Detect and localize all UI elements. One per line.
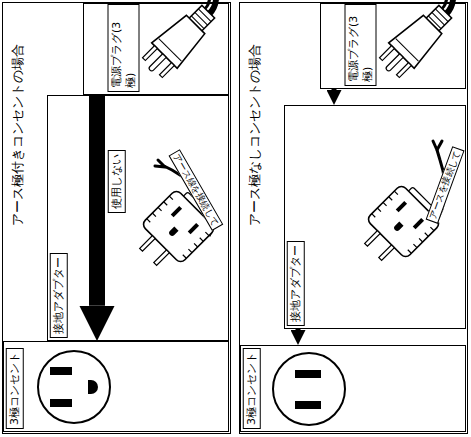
cell-label: 接地アダプター bbox=[287, 241, 305, 326]
panel-box: アース極付きコンセントの場合 電源プラグ(3極) 接地アダプター 3極コンセント bbox=[2, 2, 231, 434]
adapter-drawing bbox=[353, 180, 445, 272]
outlet-cell: 3極コンセント bbox=[240, 345, 466, 432]
plug-drawing bbox=[364, 0, 471, 83]
cell-label: 3極コンセント bbox=[243, 348, 261, 429]
outlet-cell: 3極コンセント bbox=[3, 341, 229, 432]
plug-cell: 電源プラグ(3極) bbox=[320, 3, 466, 89]
panel-title: アース極付きコンセントの場合 bbox=[9, 41, 27, 229]
plug-drawing bbox=[127, 0, 243, 83]
adapter-cell: 接地アダプター bbox=[47, 95, 229, 341]
wire-tag: アースを接続して bbox=[426, 146, 465, 224]
outlet-slot bbox=[50, 367, 72, 375]
outlet-ground-hole bbox=[88, 380, 98, 394]
flow-arrow bbox=[89, 95, 105, 306]
plug-cell: 電源プラグ(3極) bbox=[83, 3, 229, 95]
cell-label: 3極コンセント bbox=[6, 348, 24, 429]
fork-terminal bbox=[433, 141, 442, 150]
cell-label: 接地アダプター bbox=[50, 253, 68, 338]
flow-arrow bbox=[332, 89, 337, 90]
outlet-slot bbox=[50, 399, 72, 407]
flow-arrow bbox=[296, 329, 301, 330]
cell-label: 電源プラグ(3極) bbox=[108, 4, 140, 92]
cell-label: 電源プラグ(3極) bbox=[345, 4, 377, 86]
outlet-face bbox=[273, 353, 345, 425]
panel-title: アース極なしコンセントの場合 bbox=[246, 41, 264, 229]
outlet-slot bbox=[295, 401, 321, 409]
outlet-face bbox=[38, 351, 110, 423]
note-label: 使用しない bbox=[108, 150, 126, 213]
outlet-slot bbox=[295, 370, 321, 378]
fork-terminal bbox=[155, 160, 165, 167]
wire-tag: アース線を接続して bbox=[169, 149, 224, 231]
